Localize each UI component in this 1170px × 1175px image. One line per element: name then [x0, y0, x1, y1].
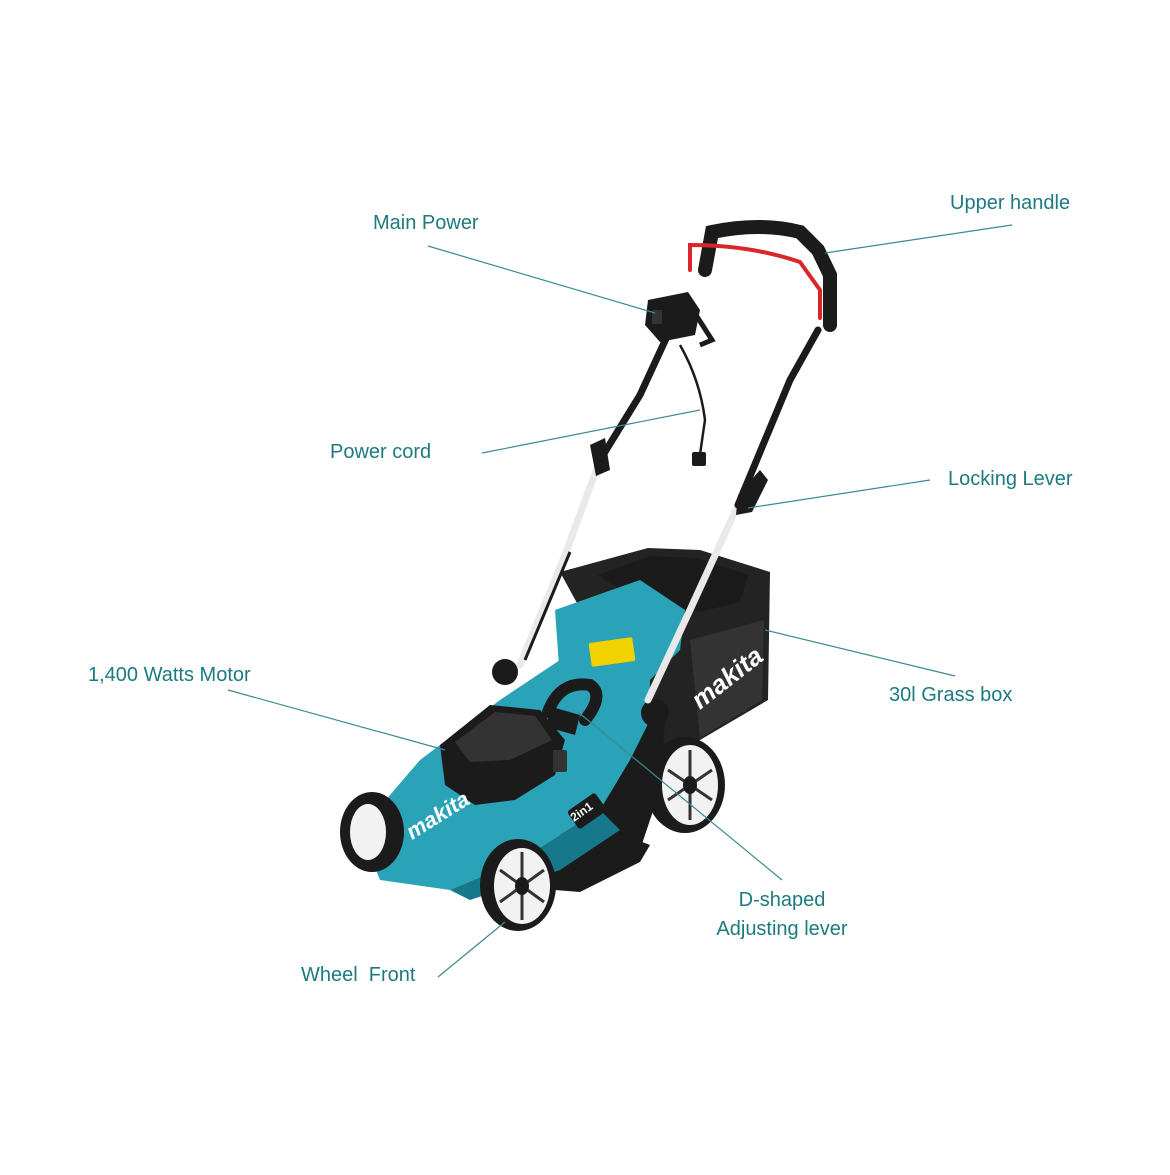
badge-2in1 — [567, 793, 607, 829]
leader-power-cord — [481, 409, 701, 454]
left-knob — [492, 659, 518, 685]
grass-box-ribs — [703, 635, 747, 731]
leader-main-power — [427, 245, 656, 314]
label-locking-lever: Locking Lever — [948, 468, 1073, 490]
upper-handle — [688, 220, 837, 332]
leader-locking-lever — [747, 479, 931, 509]
leader-upper-handle — [824, 224, 1013, 254]
label-d-shaped-lever: D-shaped Adjusting lever — [702, 886, 862, 944]
rear-wheel — [645, 737, 725, 833]
label-upper-handle: Upper handle — [950, 192, 1071, 214]
label-wheel-front: Wheel Front — [301, 964, 416, 986]
locking-levers — [590, 438, 768, 515]
power-cord — [678, 344, 707, 466]
right-knob — [641, 699, 669, 727]
front-wheel — [480, 839, 556, 931]
leader-grass-box — [764, 629, 956, 677]
label-motor: 1,400 Watts Motor — [88, 664, 251, 686]
motor-cover-top — [455, 712, 552, 762]
label-grass-box: 30l Grass box — [889, 684, 1013, 706]
label-main-power: Main Power — [373, 212, 479, 234]
d-shaped-adjusting-lever — [542, 678, 603, 772]
label-power-cord: Power cord — [330, 441, 432, 463]
main-power-switch — [645, 292, 716, 348]
leader-d-shaped-lever — [577, 711, 783, 881]
leader-motor — [227, 689, 446, 751]
upper-handle-rods — [596, 326, 822, 509]
yellow-sticker — [588, 637, 636, 667]
label-d-shaped-line1: D-shaped — [738, 889, 826, 911]
leader-wheel-front — [437, 921, 506, 978]
lower-handle-rods — [516, 456, 742, 704]
label-d-shaped-line2: Adjusting lever — [716, 918, 848, 940]
front-left-wheel — [340, 792, 404, 872]
